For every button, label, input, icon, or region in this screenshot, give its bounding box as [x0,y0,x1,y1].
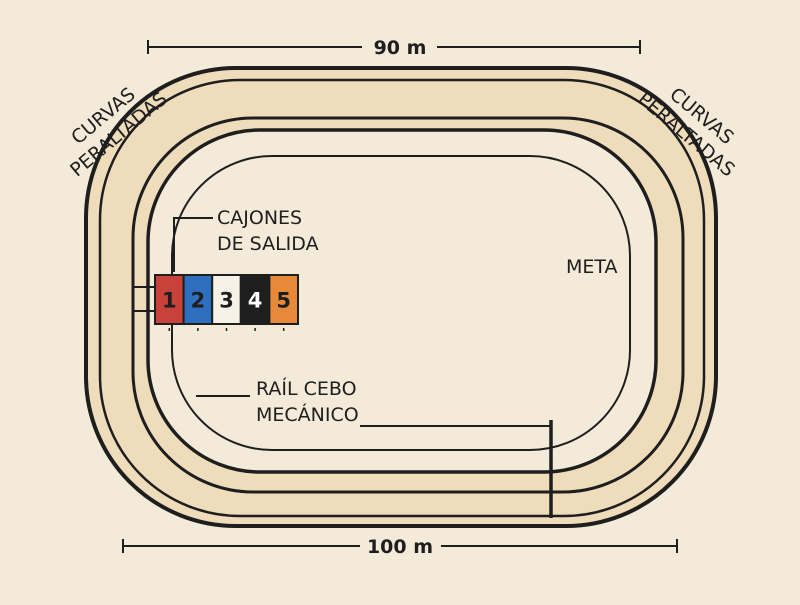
starting-box-number-1: 1 [162,289,177,313]
starting-box-5 [268,274,299,325]
starting-box-number-4: 4 [248,289,263,313]
starting-box-3 [211,274,242,325]
track-outer-lane-line [98,78,706,518]
lure-rail-label-line1: RAÍL CEBO [256,377,357,400]
track-middle-lane-line [131,116,685,494]
bottom-dimension-label: 100 m [367,536,433,558]
track-inner-edge [146,128,658,474]
starting-box-number-2: 2 [191,289,206,313]
starting-box-number-5: 5 [276,289,291,313]
starting-box-1 [154,274,185,325]
finish-label: META [566,256,618,278]
starting-boxes-label-line1: CAJONES [217,207,302,229]
starting-boxes-leader [173,217,213,272]
top-dimension-label: 90 m [374,37,427,59]
starting-box-number-3: 3 [219,289,234,313]
starting-boxes-label-line2: DE SALIDA [217,233,319,255]
lure-rail-label-line2: MECÁNICO [256,403,359,426]
